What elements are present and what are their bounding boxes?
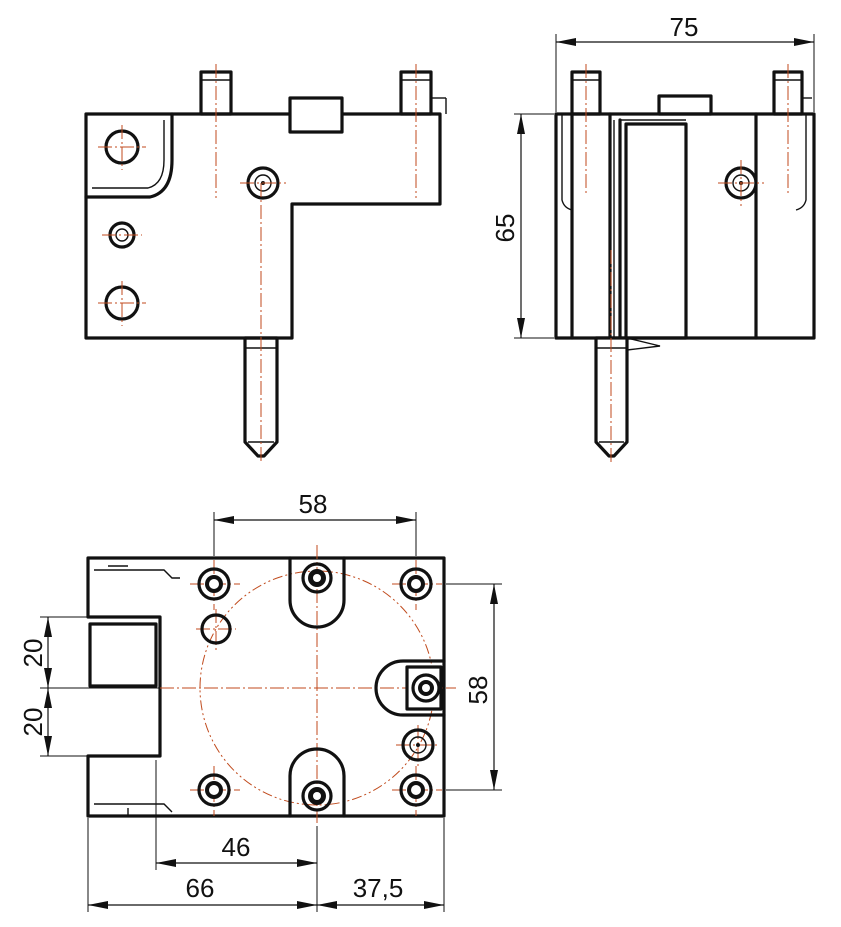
dim-58-horizontal: 58 — [213, 489, 417, 556]
dim-66-label: 66 — [186, 873, 215, 903]
top-bore-bottom-right — [399, 773, 433, 807]
dim-20-upper-label: 20 — [18, 639, 48, 668]
dim-65-label: 65 — [490, 214, 520, 243]
dim-58-horizontal-label: 58 — [299, 489, 328, 519]
dim-65: 65 — [490, 113, 554, 339]
side-bottom-pin — [594, 336, 661, 458]
side-internal-edges — [561, 112, 807, 340]
top-bore-top-right — [399, 567, 433, 601]
dim-20-upper: 20 — [18, 616, 160, 757]
side-centerlines — [585, 64, 789, 462]
side-top-pin-right — [772, 70, 812, 116]
dim-58-vertical: 58 — [446, 583, 502, 791]
dim-37-5: 37,5 — [317, 818, 445, 912]
top-clamp-tongue — [88, 622, 158, 688]
dim-58-vertical-label: 58 — [463, 676, 493, 705]
top-bore-bottom-left — [197, 773, 231, 807]
front-body-outline — [84, 112, 442, 340]
front-clamp-block — [288, 96, 344, 134]
top-screw-icon — [401, 728, 435, 762]
dim-20-lower-label: 20 — [18, 708, 48, 737]
top-u-slot-right — [374, 659, 446, 717]
top-u-slot-top — [288, 556, 346, 629]
dim-37-5-label: 37,5 — [353, 873, 404, 903]
side-clamp-block — [657, 94, 713, 116]
top-u-slot-bottom — [288, 747, 346, 818]
side-view: 75 65 — [490, 12, 816, 462]
top-bore-top-left — [197, 567, 231, 601]
front-view — [84, 64, 447, 462]
front-centerlines — [98, 64, 417, 462]
front-inner-pocket — [84, 112, 174, 199]
dim-75: 75 — [555, 12, 815, 112]
dim-75-label: 75 — [670, 12, 699, 42]
dim-66: 66 — [87, 818, 317, 912]
front-top-pin-right — [399, 70, 447, 116]
dim-20-lower: 20 — [18, 688, 52, 756]
dim-46: 46 — [155, 760, 318, 912]
top-view: 58 58 20 20 — [18, 489, 502, 912]
dim-46-label: 46 — [222, 832, 251, 862]
top-small-hole — [200, 613, 232, 645]
